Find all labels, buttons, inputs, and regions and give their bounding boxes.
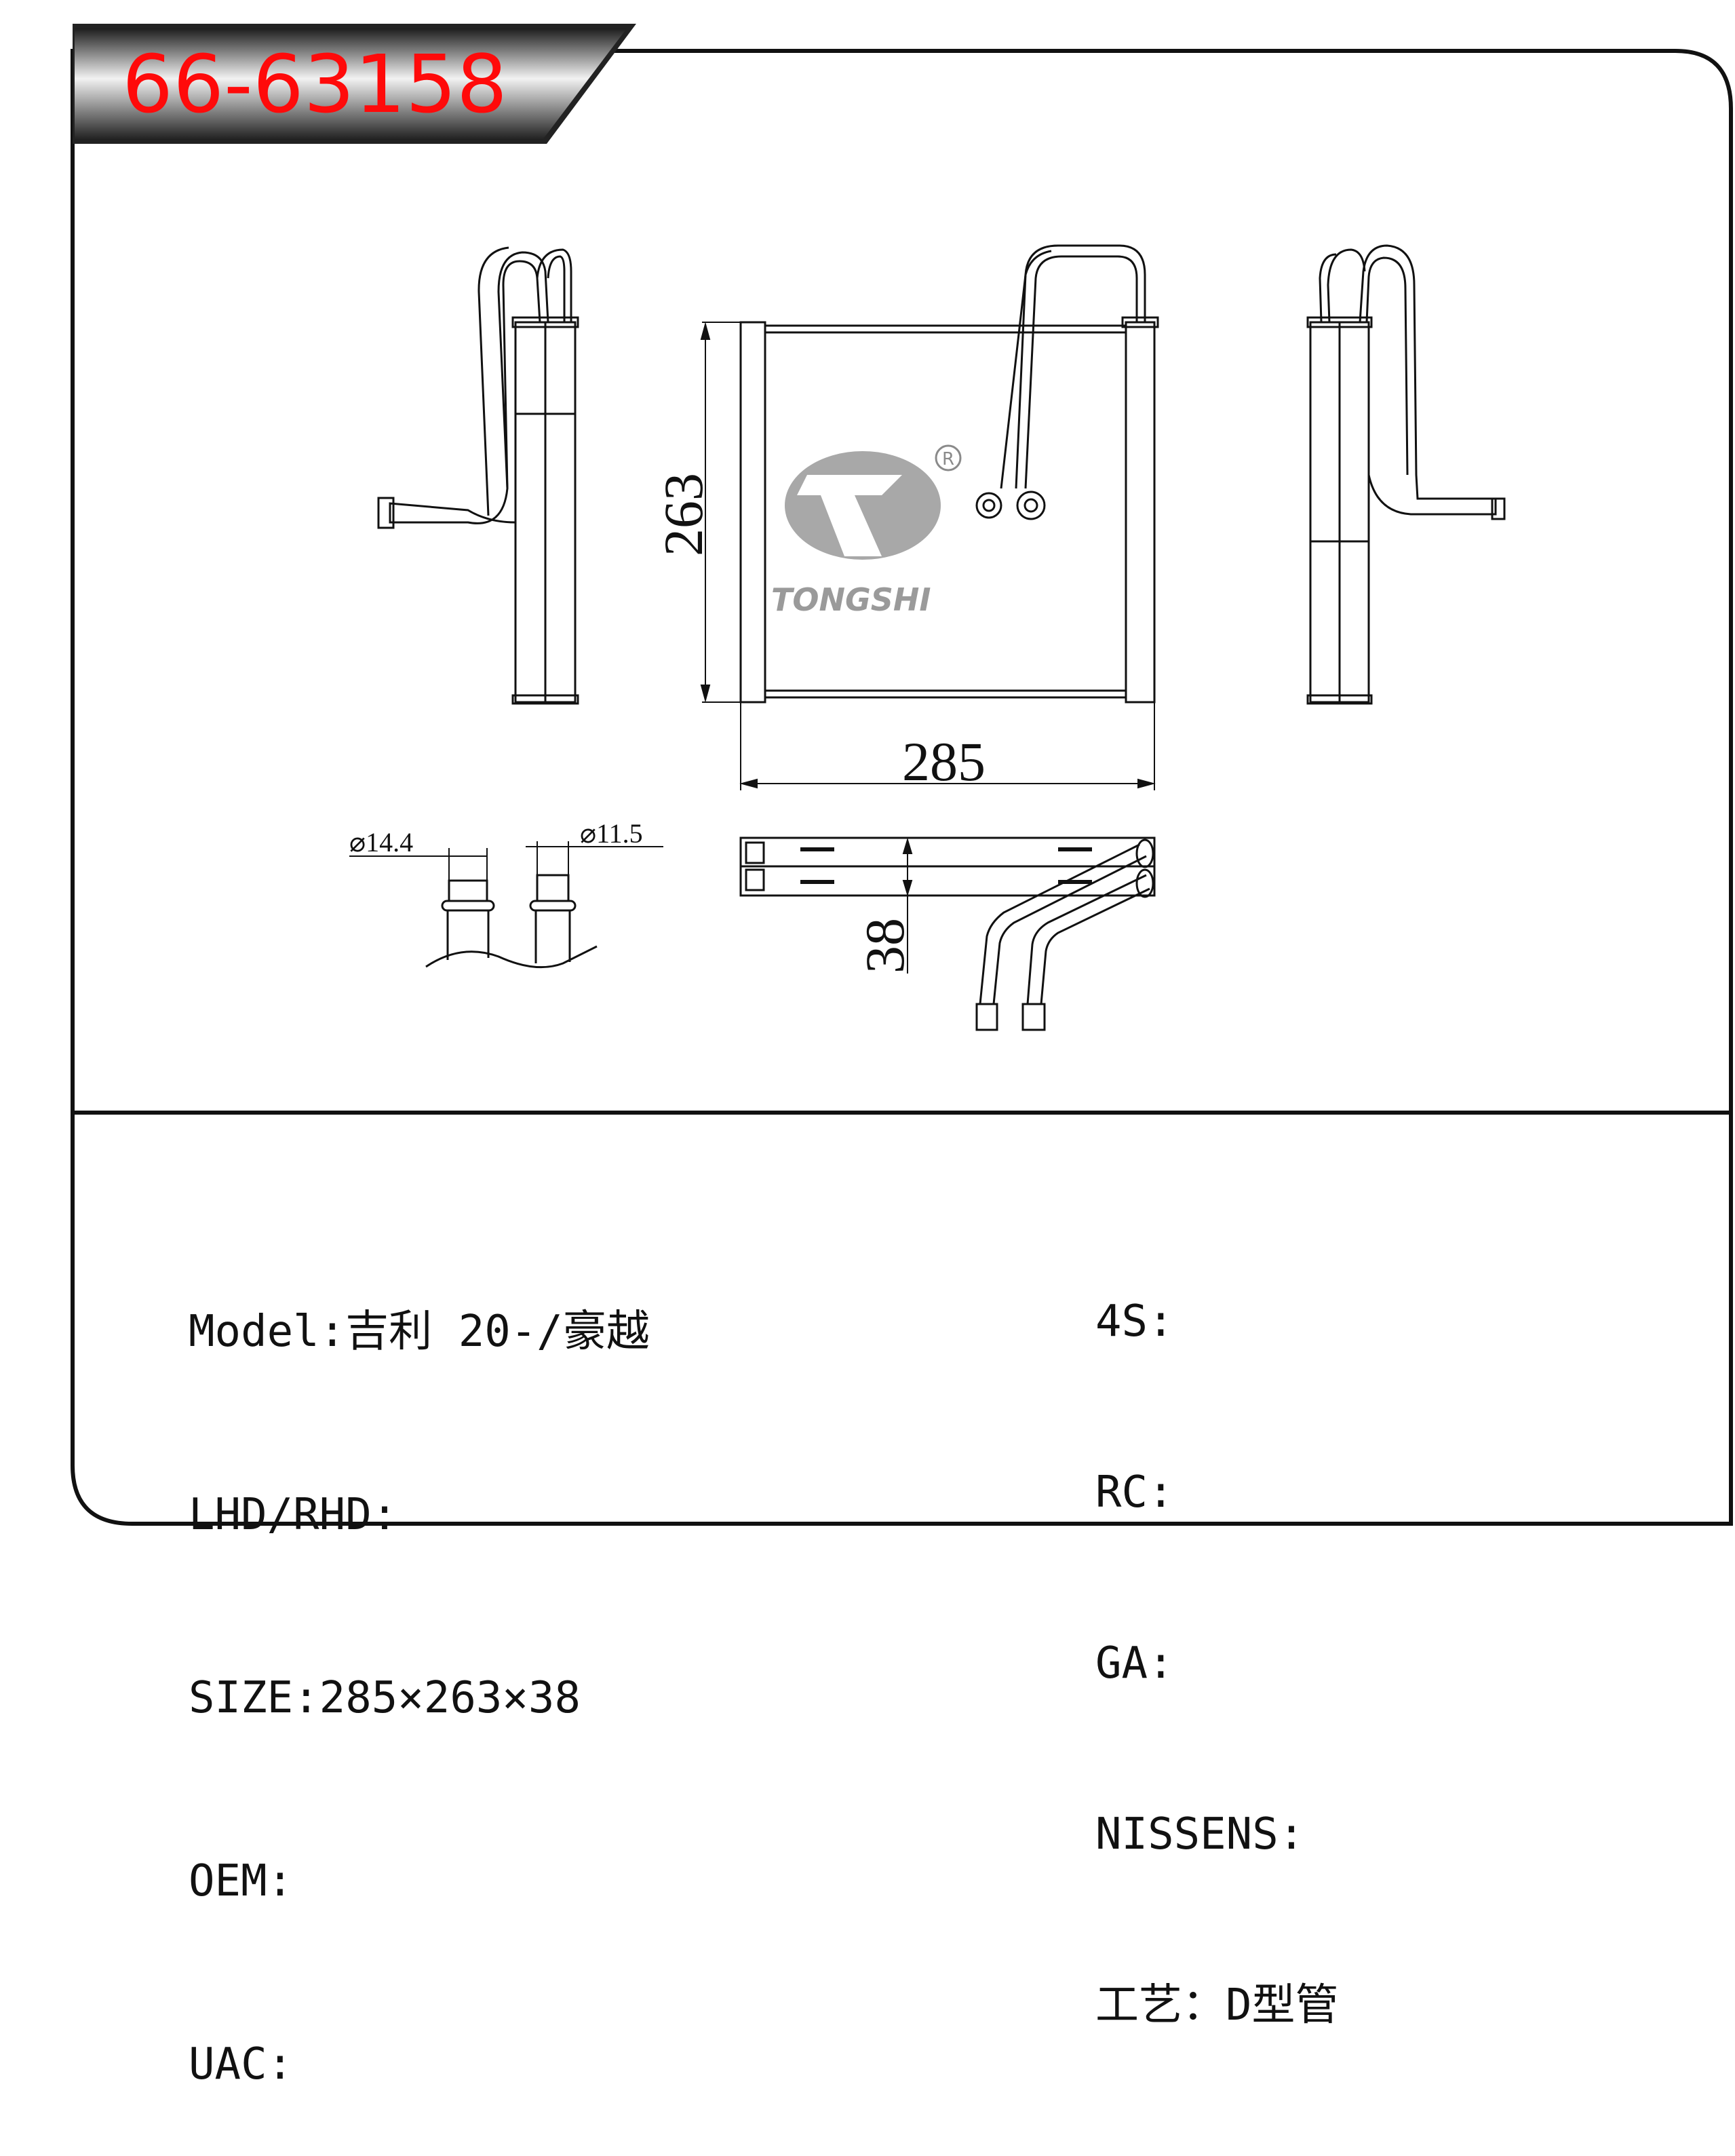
pipe-diameter-1-label: ⌀14.4 bbox=[349, 827, 413, 858]
outer-frame bbox=[71, 49, 1733, 1526]
spec-row-rc: RC: bbox=[1095, 1467, 1174, 1518]
spec-row-size: SIZE:285×263×38 bbox=[189, 1673, 581, 1723]
technical-drawing: 66-63158 R TONGSHI bbox=[71, 24, 1733, 1526]
part-number-banner: 66-63158 bbox=[73, 24, 636, 144]
dimension-height bbox=[700, 322, 741, 703]
right-side-view bbox=[1306, 244, 1506, 705]
dimension-height-label: 263 bbox=[652, 473, 714, 556]
spec-row-uac: UAC: bbox=[189, 2039, 294, 2090]
pipe-diameter-2-label: ⌀11.5 bbox=[580, 818, 643, 849]
registered-mark: R bbox=[942, 449, 954, 469]
part-number: 66-63158 bbox=[122, 37, 507, 131]
spec-row-ga: GA: bbox=[1095, 1638, 1174, 1689]
spec-row-process: 工艺：D型管 bbox=[1095, 1980, 1339, 2030]
spec-row-oem: OEM: bbox=[189, 1856, 294, 1906]
dimension-depth bbox=[902, 837, 913, 974]
spec-row-4s: 4S: bbox=[1095, 1296, 1174, 1347]
bottom-view bbox=[739, 836, 1156, 1031]
dimension-width bbox=[739, 702, 1156, 790]
dimension-depth-label: 38 bbox=[854, 918, 916, 974]
specs-right: 4S: RC: GA: NISSENS: 工艺：D型管 bbox=[1095, 1179, 1339, 2091]
dimension-width-label: 285 bbox=[902, 731, 986, 792]
spec-row-nissens: NISSENS: bbox=[1095, 1809, 1305, 1860]
specs-left: Model:吉利 20-/豪越 LHD/RHD: SIZE:285×263×38… bbox=[189, 1179, 650, 2156]
pipe-diameter-detail bbox=[349, 841, 663, 969]
logo-text: TONGSHI bbox=[771, 581, 931, 618]
spec-row-lhd-rhd: LHD/RHD: bbox=[189, 1490, 398, 1540]
tongshi-logo: R TONGSHI bbox=[771, 444, 962, 618]
spec-row-model: Model:吉利 20-/豪越 bbox=[189, 1307, 650, 1357]
left-side-view bbox=[377, 246, 579, 705]
front-view bbox=[739, 244, 1159, 704]
